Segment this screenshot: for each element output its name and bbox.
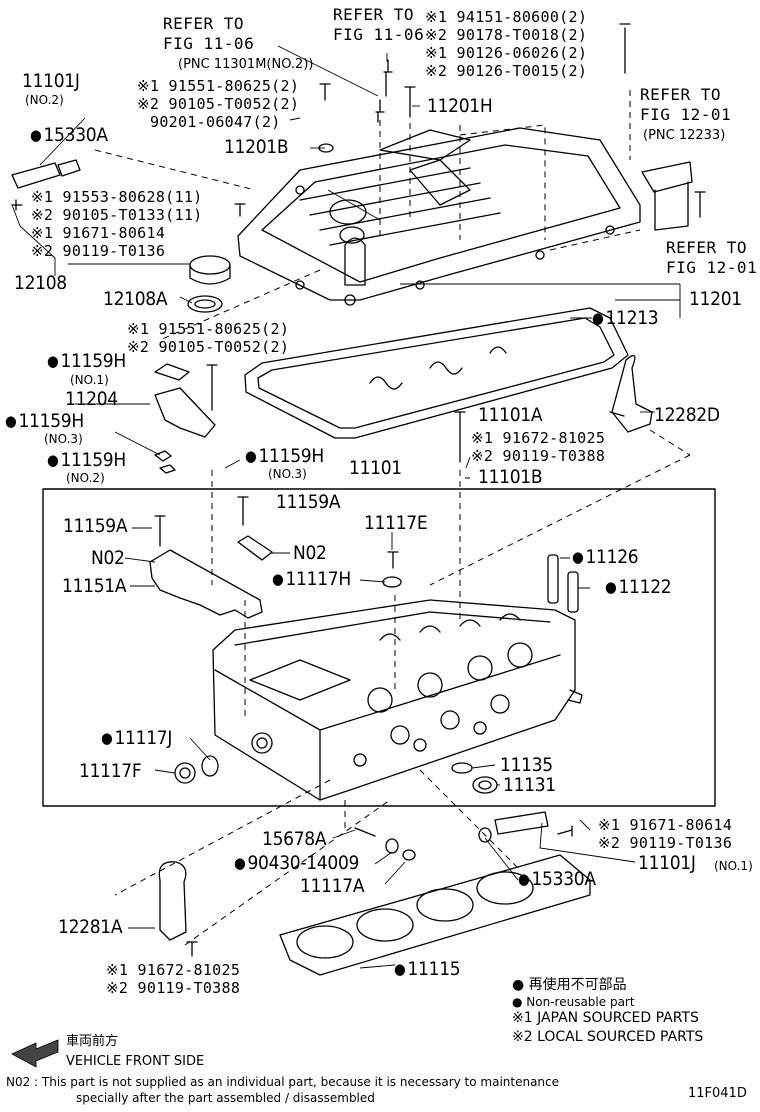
bolt-l-local-2[interactable]: ※2 90119-T0136	[31, 242, 166, 260]
part-11126[interactable]: 11126	[572, 548, 638, 567]
part-11201[interactable]: 11201	[689, 288, 742, 310]
part-11159h-no1-qualifier: (NO.1)	[70, 373, 109, 387]
part-11117h[interactable]: 11117H	[272, 570, 351, 589]
ocv-top-drawing	[11, 162, 61, 189]
bolt-top-local-1[interactable]: ※2 90178-T0018(2)	[425, 26, 588, 44]
part-11101a[interactable]: 11101A	[478, 404, 543, 426]
n02-left: N02	[91, 547, 125, 569]
part-11201b[interactable]: 11201B	[224, 136, 289, 158]
part-11201h[interactable]: 11201H	[427, 95, 493, 117]
part-11117a[interactable]: 11117A	[300, 875, 365, 897]
legend-nonreusable-jp: ● 再使用不可部品	[512, 977, 627, 993]
part-15678a[interactable]: 15678A	[262, 828, 327, 850]
ocv-bottom-drawing	[494, 811, 549, 835]
bolt-r-japan[interactable]: ※1 91672-81025	[471, 429, 606, 447]
legend-japan-sourced: ※1 JAPAN SOURCED PARTS	[512, 1010, 699, 1026]
diagram-id: 11F041D	[688, 1086, 747, 1101]
part-12108[interactable]: 12108	[14, 272, 67, 294]
refer-fig-1106-a-pnc: (PNC 11301M(NO.2))	[178, 57, 314, 72]
cylinder-head-drawing	[212, 599, 583, 801]
part-11159h-no3-left[interactable]: 11159H	[5, 412, 84, 431]
bolt-l-japan-1[interactable]: ※1 91553-80628(11)	[31, 188, 203, 206]
part-11159h-no2[interactable]: 11159H	[47, 451, 126, 470]
part-11117j[interactable]: 11117J	[101, 729, 172, 748]
footnote-line1: N02 : This part is not supplied as an in…	[6, 1075, 560, 1089]
bolt-m-local[interactable]: ※2 90105-T0052(2)	[127, 338, 290, 356]
part-11204[interactable]: 11204	[65, 388, 118, 410]
refer-fig-1201-bot-line2[interactable]: FIG 12-01	[666, 258, 758, 277]
vehicle-front-arrow-icon	[11, 1039, 59, 1068]
refer-fig-1106-a-line1: REFER TO	[163, 14, 245, 33]
part-12108a[interactable]: 12108A	[103, 288, 168, 310]
refer-fig-1106-a-line2[interactable]: FIG 11-06	[163, 34, 255, 53]
bolt-tl-japan[interactable]: ※1 91551-80625(2)	[137, 77, 300, 95]
part-11117e[interactable]: 11117E	[364, 512, 428, 534]
part-11213[interactable]: 11213	[592, 309, 658, 328]
bolt-top-japan-2[interactable]: ※1 90126-06026(2)	[425, 44, 588, 62]
head-cover-gasket-drawing	[244, 307, 629, 439]
part-11117f[interactable]: 11117F	[79, 760, 142, 782]
part-11159h-no2-qualifier: (NO.2)	[66, 471, 105, 485]
part-11101b[interactable]: 11101B	[478, 466, 543, 488]
bolt-bl-japan[interactable]: ※1 91672-81025	[106, 961, 241, 979]
bolt-top-japan-1[interactable]: ※1 94151-80600(2)	[425, 8, 588, 26]
part-11101[interactable]: 11101	[349, 457, 402, 479]
bolt-top-local-2[interactable]: ※2 90126-T0015(2)	[425, 62, 588, 80]
part-15330a-bottom[interactable]: 15330A	[518, 870, 596, 889]
oil-filler-cap-drawing	[189, 255, 231, 275]
bolt-m-japan[interactable]: ※1 91551-80625(2)	[127, 320, 290, 338]
part-11135[interactable]: 11135	[500, 754, 553, 776]
bolt-r-local[interactable]: ※2 90119-T0388	[471, 447, 606, 465]
part-12281a[interactable]: 12281A	[58, 916, 123, 938]
bolts	[11, 23, 706, 957]
part-11159h-no3-left-qualifier: (NO.3)	[44, 432, 83, 446]
engine-hanger-rear-drawing	[611, 354, 653, 433]
part-90430-14009[interactable]: 90430-14009	[234, 854, 359, 873]
part-11122[interactable]: 11122	[605, 578, 671, 597]
legend-local-sourced: ※2 LOCAL SOURCED PARTS	[512, 1029, 704, 1045]
refer-fig-1201-bot-line1: REFER TO	[666, 238, 748, 257]
cylinder-head-subassembly-box	[42, 488, 716, 807]
bolt-l-japan-2[interactable]: ※1 91671-80614	[31, 224, 166, 242]
part-12282d[interactable]: 12282D	[654, 404, 720, 426]
bolt-bl-local[interactable]: ※2 90119-T0388	[106, 979, 241, 997]
camshaft-bearing-cap-drawing	[149, 549, 263, 619]
refer-fig-1201-top-line1: REFER TO	[640, 85, 722, 104]
part-11159h-no3-mid[interactable]: 11159H	[245, 447, 324, 466]
part-11159h-no1[interactable]: 11159H	[47, 352, 126, 371]
refer-fig-1106-b-line2[interactable]: FIG 11-06	[333, 25, 425, 44]
cam-position-sensor-drawing	[641, 161, 693, 193]
legend-nonreusable-en: ● Non-reusable part	[512, 995, 635, 1009]
part-11159h-no3-mid-qualifier: (NO.3)	[268, 467, 307, 481]
bolt-br-local[interactable]: ※2 90119-T0136	[598, 834, 733, 852]
part-11159a-mid[interactable]: 11159A	[276, 491, 341, 513]
part-11101j-no1-qualifier: (NO.1)	[714, 859, 753, 873]
refer-fig-1106-b-line1: REFER TO	[333, 5, 415, 24]
bolt-l-local-1[interactable]: ※2 90105-T0133(11)	[31, 206, 203, 224]
part-15330a-top[interactable]: 15330A	[30, 126, 108, 145]
bolt-br-japan[interactable]: ※1 91671-80614	[598, 816, 733, 834]
part-11101j-no2-qualifier: (NO.2)	[25, 93, 64, 107]
head-gasket-drawing	[279, 854, 591, 976]
refer-fig-1201-top-pnc: (PNC 12233)	[643, 128, 726, 143]
part-11101j-no1[interactable]: 11101J	[638, 852, 696, 874]
bolt-tl-local[interactable]: ※2 90105-T0052(2)	[137, 95, 300, 113]
refer-fig-1201-top-line2[interactable]: FIG 12-01	[640, 105, 732, 124]
part-11131[interactable]: 11131	[503, 774, 556, 796]
part-11151a[interactable]: 11151A	[62, 575, 127, 597]
engine-hanger-front-drawing	[158, 861, 187, 941]
part-11101j-no2[interactable]: 11101J	[22, 70, 80, 92]
washer-tl[interactable]: 90201-06047(2)	[150, 113, 281, 131]
footnote-line2: specially after the part assembled / dis…	[76, 1091, 375, 1105]
vehicle-front-label-en: VEHICLE FRONT SIDE	[66, 1054, 205, 1069]
part-11159a-left[interactable]: 11159A	[63, 515, 128, 537]
part-11115[interactable]: 11115	[394, 960, 460, 979]
vehicle-front-label-jp: 車両前方	[66, 1034, 119, 1049]
n02-mid: N02	[293, 542, 327, 564]
cylinder-head-cover-drawing	[237, 127, 641, 306]
